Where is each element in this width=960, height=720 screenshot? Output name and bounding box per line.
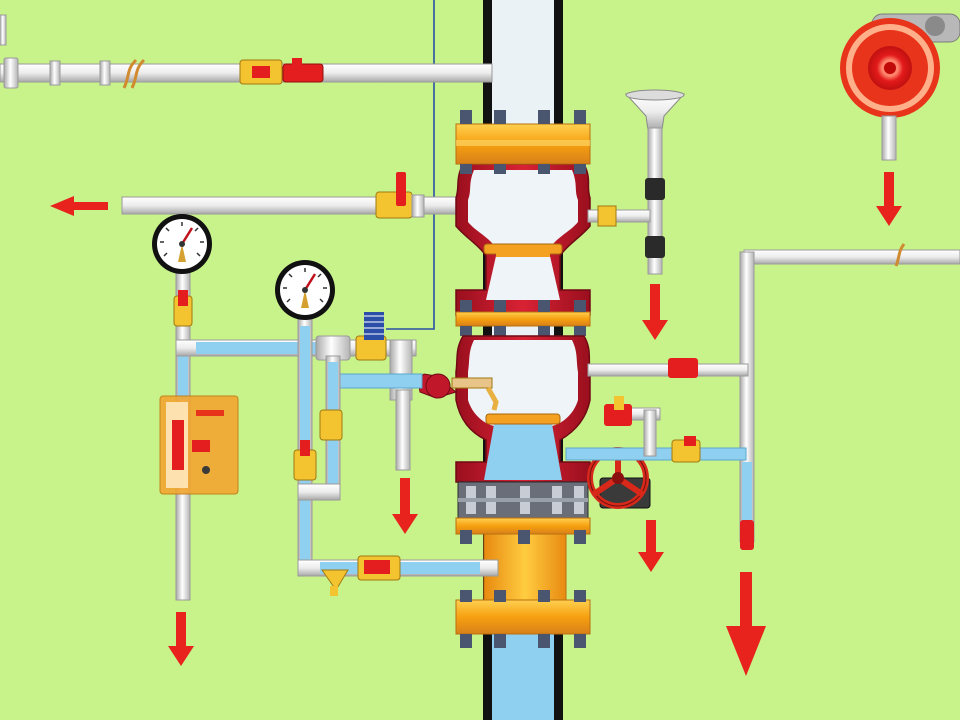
handwheel [587,447,651,509]
pressure-gauge-left [152,214,212,274]
right-alarm-line [565,243,960,550]
retard-chamber [417,335,591,483]
drain-funnel [587,89,686,275]
arrow-alarm-down [876,172,902,226]
pressure-gauge-right [275,260,335,320]
upper-flange [455,110,591,174]
signal-wire [386,0,435,330]
alarm-check-valve [455,163,591,316]
arrow-left-drain [168,612,194,666]
left-alarm-circuit [173,271,499,601]
arrow-drain-funnel [642,284,668,340]
indicator-panel [159,395,239,495]
lower-flange [455,517,591,648]
water-motor-alarm [840,13,960,161]
left-branch-pipe [121,172,463,219]
arrow-right-drain-big [726,572,766,676]
pressure-switch [364,312,384,340]
arrow-gate-drain [638,520,664,572]
arrow-left-branch [50,196,108,216]
middle-flange [455,300,591,336]
arrow-mid-drain [392,478,418,534]
strainer [321,569,349,596]
alarm-line-gauge-port [425,373,451,399]
top-branch-pipe [0,14,493,89]
